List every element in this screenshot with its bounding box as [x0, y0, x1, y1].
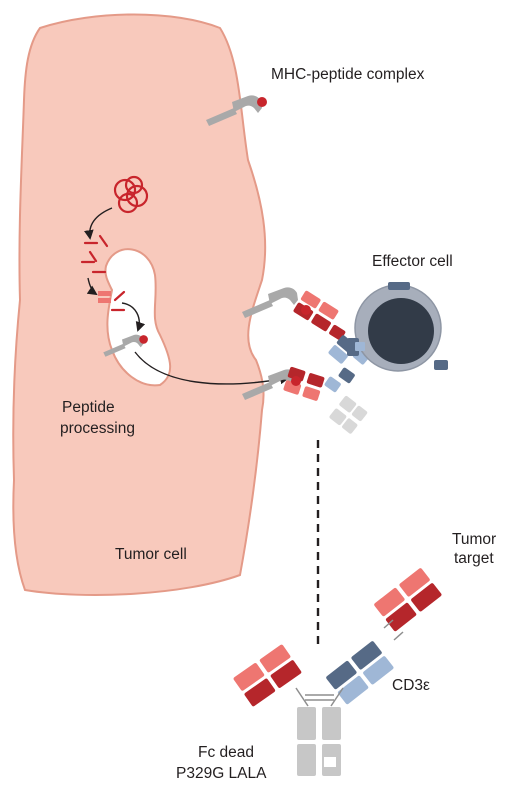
label-target: target	[454, 550, 494, 567]
label-effector-cell: Effector cell	[372, 253, 453, 270]
mhc-endosome-complex	[103, 334, 148, 357]
tcb-left-arm	[233, 644, 302, 707]
label-processing: processing	[60, 420, 135, 437]
bound-antibody-lower	[283, 366, 368, 434]
label-peptide: Peptide	[62, 399, 115, 416]
peptide-fragments-icon	[80, 234, 126, 312]
effector-cell	[347, 282, 448, 372]
label-tumor: Tumor	[452, 531, 497, 548]
mhc-surface-complex	[206, 95, 267, 126]
tcb-tumor-fab	[374, 568, 442, 632]
tcb-fc-region	[297, 707, 341, 776]
label-tumor-cell: Tumor cell	[115, 546, 187, 563]
tcb-antibody	[233, 568, 442, 776]
label-mhc-complex: MHC-peptide complex	[271, 66, 425, 83]
protein-coil-icon	[113, 175, 149, 214]
tcb-cd3-fab	[326, 641, 394, 705]
label-fc-dead: Fc dead	[198, 744, 255, 761]
peptide-loading-bar	[98, 291, 111, 296]
tumor-cell	[12, 13, 267, 596]
label-cd3: CD3ε	[392, 677, 430, 694]
label-fc-mutations: P329G LALA	[176, 765, 267, 782]
peptide-dot	[257, 97, 267, 107]
processing-arrows	[83, 207, 290, 385]
